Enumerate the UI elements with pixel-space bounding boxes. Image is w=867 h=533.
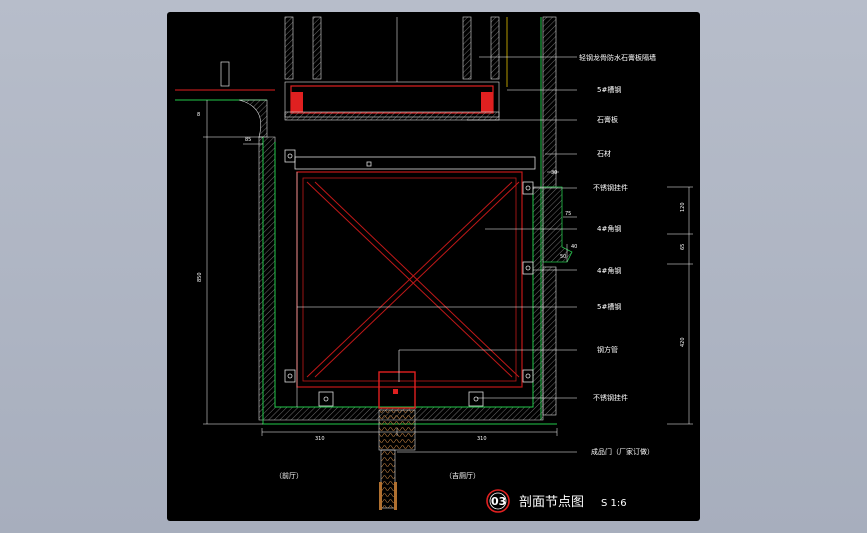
dim-bottom-right: 310	[477, 436, 487, 442]
drawing-number: 03	[491, 495, 506, 508]
left-ledge	[175, 61, 275, 138]
hanger-brackets	[284, 149, 534, 407]
drawing-scale: S 1:6	[601, 498, 627, 509]
label-channel-mid: 5#槽钢	[597, 302, 621, 311]
right-wall	[540, 16, 573, 420]
label-channel-top: 5#槽钢	[597, 85, 621, 94]
dimension-lines	[203, 100, 693, 436]
label-square-tube: 钢方管	[597, 345, 618, 354]
dim-right-3: 420	[680, 337, 686, 347]
dim-right-1: 120	[680, 202, 686, 212]
drawing-title: 剖面节点图	[519, 495, 584, 510]
top-channel-steel	[284, 81, 500, 121]
room-label-left: （前厅）	[275, 471, 303, 480]
dim-bottom-left: 310	[315, 436, 325, 442]
dim-small-c: 40	[571, 244, 577, 250]
label-gypsum: 石膏板	[597, 115, 618, 124]
door-leaf	[378, 409, 416, 510]
label-stone: 石材	[597, 149, 611, 158]
label-hanger-bottom: 不锈钢挂件	[593, 393, 628, 402]
dim-left-top: 8	[197, 112, 200, 118]
dim-left-big: 850	[197, 272, 203, 282]
upper-partition	[284, 16, 508, 87]
label-door: 成品门（厂家订做）	[591, 447, 654, 456]
label-hanger-top: 不锈钢挂件	[593, 183, 628, 192]
dim-small-a: 30	[551, 170, 557, 176]
cad-viewport[interactable]: 轻钢龙骨防水石膏板隔墙 5#槽钢 石膏板 石材 不锈钢挂件 4#角钢 4#角钢 …	[167, 12, 700, 521]
steel-square-tube	[378, 371, 416, 409]
drawing-title-block: 03 剖面节点图 S 1:6	[486, 489, 627, 513]
section-drawing: 轻钢龙骨防水石膏板隔墙 5#槽钢 石膏板 石材 不锈钢挂件 4#角钢 4#角钢 …	[175, 16, 693, 513]
label-angle-2: 4#角钢	[597, 266, 621, 275]
room-label-right: （吉厕厅）	[445, 472, 480, 480]
steel-frame	[294, 156, 536, 407]
dim-right-2: 65	[680, 244, 686, 250]
label-partition: 轻钢龙骨防水石膏板隔墙	[579, 53, 656, 62]
dim-small-b: 75	[565, 211, 571, 217]
dim-left-mid: 85	[245, 137, 251, 143]
dim-small-d: 50	[560, 254, 566, 260]
label-angle-1: 4#角钢	[597, 224, 621, 233]
leader-lines	[297, 56, 577, 453]
